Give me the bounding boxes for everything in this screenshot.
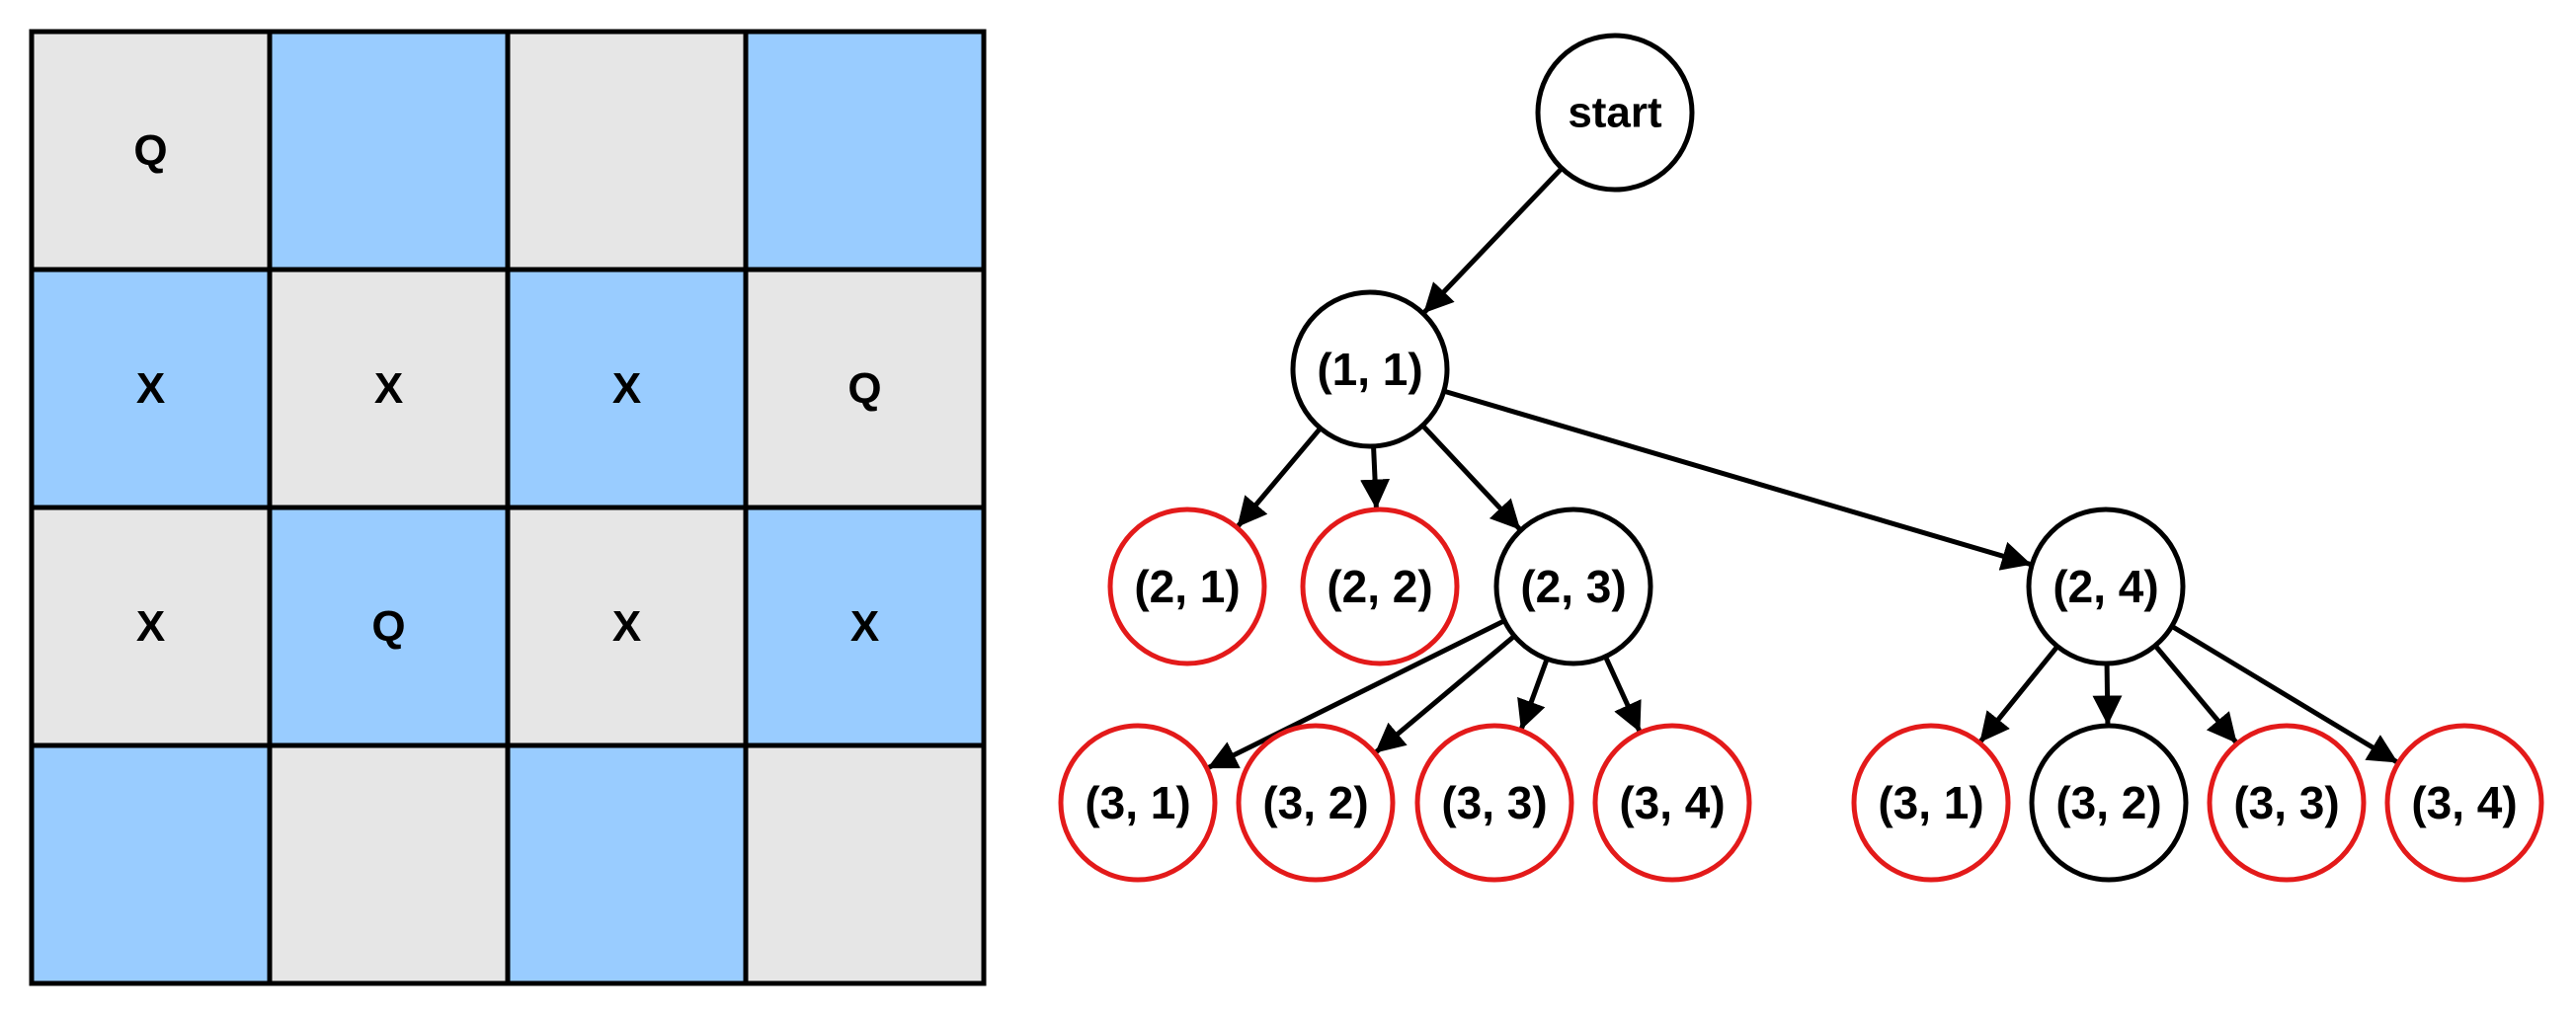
node-circle <box>1592 723 1752 883</box>
tree-node-n21: (2, 1) <box>1107 507 1267 666</box>
board-cell <box>505 29 749 273</box>
board-cell: Q <box>743 267 987 510</box>
node-label: (2, 2) <box>1327 561 1432 612</box>
board-cell: X <box>505 505 749 748</box>
board-cell <box>743 29 987 273</box>
tree-node-n23_33: (3, 3) <box>1414 723 1574 883</box>
node-circle <box>1851 723 2011 883</box>
tree-edge <box>1517 658 1550 731</box>
node-circle <box>2029 723 2189 883</box>
board-cell <box>743 742 987 986</box>
tree-edge <box>1207 618 1506 770</box>
node-label: (3, 2) <box>1262 777 1368 828</box>
tree-edge <box>2092 663 2123 726</box>
node-circle <box>1300 507 1460 666</box>
tree-edge <box>1443 388 2032 571</box>
board-cell: X <box>267 267 511 510</box>
board-cell <box>505 742 749 986</box>
node-circle <box>1493 507 1653 666</box>
attacked-mark: X <box>612 602 641 651</box>
tree-edge <box>1422 166 1564 314</box>
node-label: (2, 4) <box>2053 561 2158 612</box>
board-cell: X <box>29 505 273 748</box>
queen-mark: Q <box>371 602 405 651</box>
attacked-mark: X <box>136 364 165 413</box>
tree-nodes: start (1, 1) (2, 1) (2, 2) (2, 3) (2, 4) (3, 1… <box>1058 33 2544 883</box>
tree-node-n24_31: (3, 1) <box>1851 723 2011 883</box>
search-tree: start (1, 1) (2, 1) (2, 2) (2, 3) (2, 4) (3, 1… <box>1058 33 2544 883</box>
board-cell <box>267 29 511 273</box>
queen-mark: Q <box>847 364 881 413</box>
board-cell <box>29 742 273 986</box>
tree-edges <box>1207 166 2398 770</box>
board-cell: Q <box>267 505 511 748</box>
tree-node-n22: (2, 2) <box>1300 507 1460 666</box>
attacked-mark: X <box>612 364 641 413</box>
node-label: (3, 3) <box>1441 777 1547 828</box>
tree-edge <box>2170 624 2398 764</box>
tree-node-n23_32: (3, 2) <box>1236 723 1396 883</box>
tree-node-start: start <box>1535 33 1695 193</box>
tree-node-n23: (2, 3) <box>1493 507 1653 666</box>
attacked-mark: X <box>850 602 879 651</box>
tree-edge <box>1236 427 1323 528</box>
node-label: (3, 4) <box>2411 777 2517 828</box>
tree-edge <box>2153 644 2238 744</box>
node-label: (3, 1) <box>1085 777 1190 828</box>
node-label: (2, 1) <box>1134 561 1240 612</box>
tree-node-n24_34: (3, 4) <box>2384 723 2544 883</box>
tree-node-n24: (2, 4) <box>2026 507 2186 666</box>
node-label: (3, 4) <box>1619 777 1725 828</box>
node-circle <box>1236 723 1396 883</box>
board-cell: X <box>505 267 749 510</box>
tree-node-n24_33: (3, 3) <box>2207 723 2367 883</box>
attacked-mark: X <box>136 602 165 651</box>
board-cell: Q <box>29 29 273 273</box>
tree-edge <box>1374 634 1516 754</box>
tree-node-n23_31: (3, 1) <box>1058 723 1218 883</box>
board-cell <box>267 742 511 986</box>
node-label: (3, 3) <box>2233 777 2339 828</box>
board-cell: X <box>29 267 273 510</box>
attacked-mark: X <box>374 364 403 413</box>
node-label: (2, 3) <box>1520 561 1626 612</box>
tree-edge <box>1420 424 1522 531</box>
tree-node-n23_34: (3, 4) <box>1592 723 1752 883</box>
tree-node-n24_32: (3, 2) <box>2029 723 2189 883</box>
node-circle <box>1107 507 1267 666</box>
tree-edge <box>1603 655 1643 733</box>
node-label: (3, 1) <box>1878 777 1983 828</box>
tree-edge <box>1978 645 2059 743</box>
node-label: (3, 2) <box>2055 777 2161 828</box>
node-circle <box>1058 723 1218 883</box>
tree-node-n11: (1, 1) <box>1290 289 1450 449</box>
chessboard: Q X X X Q X Q X X <box>29 29 987 986</box>
node-circle <box>1414 723 1574 883</box>
node-circle <box>1535 33 1695 193</box>
node-circle <box>2207 723 2367 883</box>
node-label: (1, 1) <box>1317 344 1422 395</box>
node-label: start <box>1568 89 1662 137</box>
tree-edge <box>1360 445 1391 509</box>
node-circle <box>2384 723 2544 883</box>
node-circle <box>1290 289 1450 449</box>
queen-mark: Q <box>133 126 167 175</box>
node-circle <box>2026 507 2186 666</box>
board-cell: X <box>743 505 987 748</box>
